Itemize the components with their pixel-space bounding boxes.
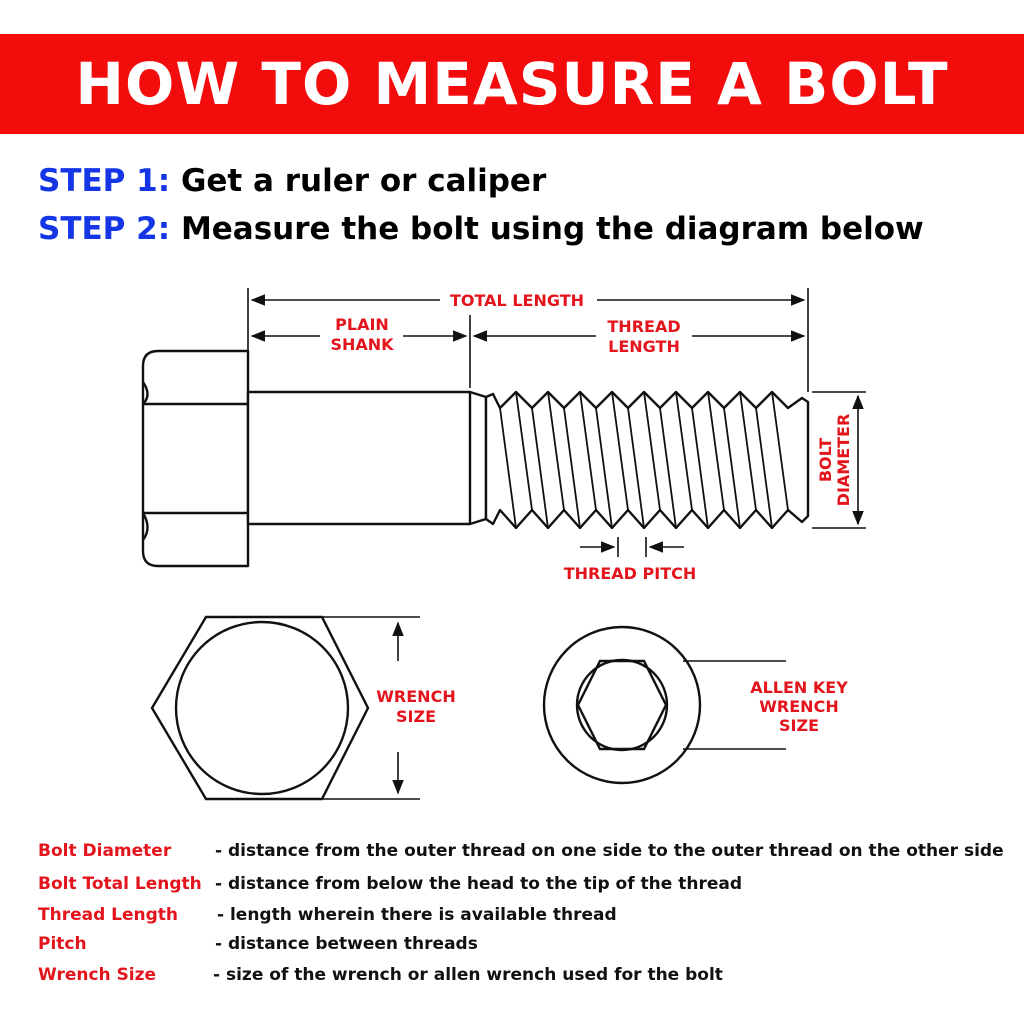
step-1: STEP 1: Get a ruler or caliper: [38, 163, 546, 199]
thread-pitch-label: THREAD PITCH: [564, 564, 697, 583]
glossary-def-thread-length: - length wherein there is available thre…: [217, 905, 617, 925]
glossary-def-wrench-size: - size of the wrench or allen wrench use…: [213, 965, 723, 985]
allen-key-label-line2: WRENCH: [759, 697, 838, 716]
glossary-term-wrench-size: Wrench Size: [38, 965, 157, 985]
title-banner: HOW TO MEASURE A BOLT: [0, 34, 1024, 134]
step-2-text: Measure the bolt using the diagram below: [180, 211, 924, 247]
glossary-term-pitch: Pitch: [38, 934, 87, 954]
step-2: STEP 2: Measure the bolt using the diagr…: [38, 211, 924, 247]
glossary-term-thread-length: Thread Length: [38, 905, 179, 925]
step-1-text: Get a ruler or caliper: [180, 163, 547, 199]
thread-length-label-line1: THREAD: [607, 317, 680, 336]
allen-key-dimension: [683, 660, 786, 750]
glossary-def-bolt-diameter: - distance from the outer thread on one …: [215, 841, 1004, 861]
bolt-diameter-dimension: [812, 391, 866, 529]
socket-head-top-view: [542, 625, 702, 785]
wrench-size-label-line2: SIZE: [396, 707, 436, 726]
page-title: HOW TO MEASURE A BOLT: [75, 50, 949, 118]
glossary-term-bolt-diameter: Bolt Diameter: [38, 841, 172, 861]
glossary-term-bolt-total-length: Bolt Total Length: [38, 874, 202, 894]
hex-head-top-view: [150, 615, 370, 801]
total-length-label: TOTAL LENGTH: [450, 291, 584, 310]
glossary-def-bolt-total-length: - distance from below the head to the ti…: [215, 874, 742, 894]
allen-key-label-line1: ALLEN KEY: [750, 678, 848, 697]
thread-length-label-line2: LENGTH: [608, 337, 680, 356]
plain-shank-label-line1: PLAIN: [335, 315, 389, 334]
wrench-size-dimension: [322, 616, 420, 800]
bolt-diameter-label-line2: DIAMETER: [834, 414, 853, 507]
plain-shank-label-line2: SHANK: [330, 335, 394, 354]
bolt-shank: [246, 390, 488, 526]
bolt-diameter-label-line1: BOLT: [816, 438, 835, 482]
step-1-label: STEP 1:: [38, 163, 171, 199]
dimension-lines: [247, 288, 809, 392]
step-2-label: STEP 2:: [38, 211, 171, 247]
allen-key-label-line3: SIZE: [779, 716, 819, 735]
bolt-side-view: [141, 349, 810, 568]
glossary-def-pitch: - distance between threads: [215, 934, 478, 954]
bolt-head: [141, 349, 250, 568]
wrench-size-label-line1: WRENCH: [376, 687, 455, 706]
thread-pitch-dimension: [580, 537, 684, 557]
